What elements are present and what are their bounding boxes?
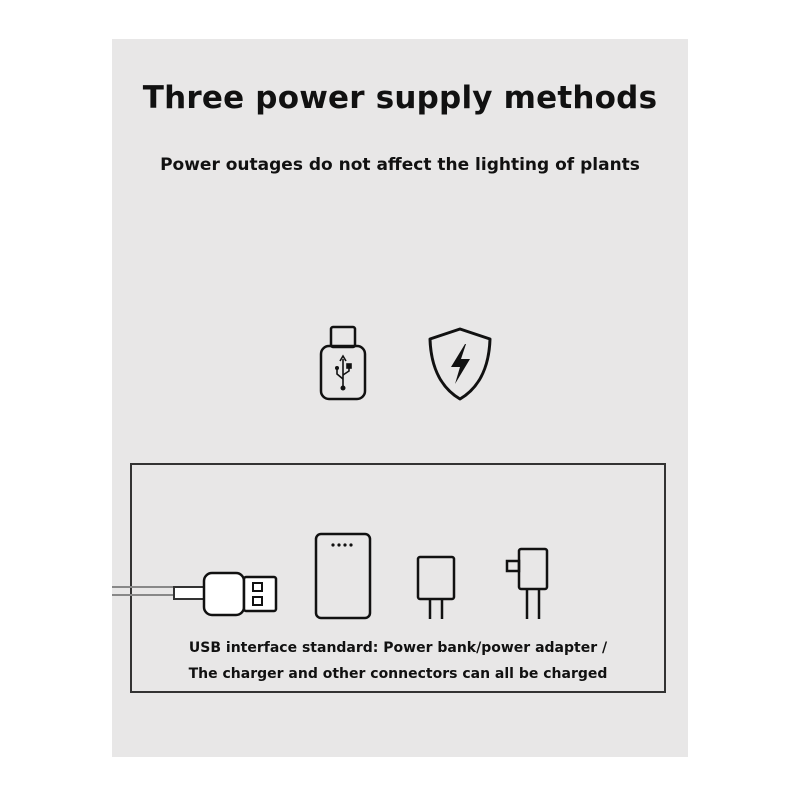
- info-panel: [112, 39, 688, 757]
- lightning-shield-icon: [428, 327, 492, 401]
- usb-cable-icon: [112, 571, 278, 617]
- connectors-caption-line2: The charger and other connectors can all…: [188, 666, 608, 682]
- power-bank-icon: [314, 532, 372, 620]
- usb-plug-icon: [319, 325, 367, 401]
- page-title: Three power supply methods: [142, 80, 658, 116]
- connectors-box: [130, 463, 666, 693]
- connectors-caption-line1: USB interface standard: Power bank/power…: [188, 640, 608, 656]
- page-subtitle: Power outages do not affect the lighting…: [160, 155, 640, 175]
- charger-icon: [416, 555, 456, 619]
- power-adapter-icon: [505, 547, 549, 619]
